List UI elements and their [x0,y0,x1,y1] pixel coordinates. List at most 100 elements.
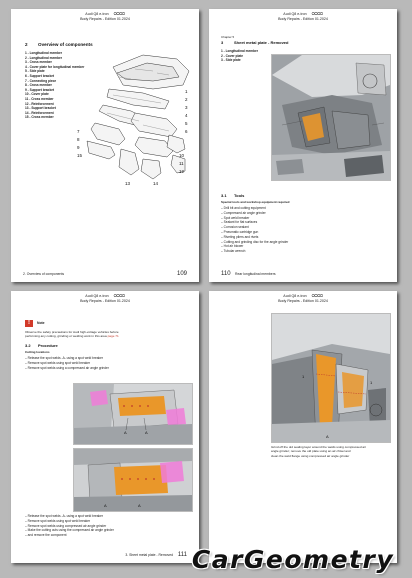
list-item: 2 - Cover plate [221,53,243,58]
steps-list-b: Release the spot welds -A- using a spot … [25,514,114,538]
figure-callout: A [138,503,141,508]
steps-list: Release the spot welds -A- using a spot … [25,356,109,370]
callout-label: 10 [179,153,185,158]
figure-spot-welds-b-drawing: A A [74,449,192,511]
note-icon: ! [25,320,33,327]
page-footer: 110 Rear longitudinal members [221,270,385,277]
callout-label: 9 [77,145,80,150]
page-header: Audi Q8 e-tron ⭘⭘⭘⭘ Body Repairs - Editi… [11,293,199,303]
list-item: 1 - Longitudinal member [221,49,259,53]
caption-line: angle grinder; remove the old plate usin… [271,449,351,454]
list-item: 15 - Cross member [25,115,54,120]
list-item: and remove the component [25,533,114,538]
header-subtitle: Body Repairs - Edition 01.2024 [80,16,130,21]
list-item: Drill bit and cutting equipment [221,206,288,211]
figure-callout: A [326,434,329,439]
document-page-110: Audi Q8 e-tron ⭘⭘⭘⭘ Body Repairs - Editi… [209,9,397,282]
header-title: Audi Q8 e-tron [283,12,307,16]
list-item: 6 - Support bracket [25,73,55,78]
document-page-109: Audi Q8 e-tron ⭘⭘⭘⭘ Body Repairs - Editi… [11,9,199,282]
section-heading: 3.2 Procedure [25,343,58,348]
figure-callout: A [145,430,148,435]
figure-spot-welds-a: A A [73,383,193,445]
figure-spot-welds-a-drawing: A A [74,384,192,444]
list-item: Spot weld breaker [221,216,288,221]
section-title: Overview of components [38,42,93,47]
list-item: 8 - Cross member [25,83,52,88]
page-footer: 2. Overview of components 109 [23,270,187,277]
list-item: Remove spot welds using compressed air a… [25,524,114,529]
rear-body-photo: 1 - Longitudinal member [271,54,391,181]
tools-heading: 3.1 Tools [221,193,244,198]
list-item: 13 - Support bracket [25,106,56,111]
figure-cutting-area: 1 1 A [271,313,391,443]
section-number: 3.1 [221,193,227,198]
document-page-112: Audi Q8 e-tron ⭘⭘⭘⭘ Body Repairs - Editi… [209,291,397,563]
list-item: 2 - Longitudinal member [25,55,63,60]
list-item: Remove spot welds using spot weld breake… [25,519,114,524]
list-item: 11 - Cross member [25,96,54,101]
page-number: 111 [177,552,187,558]
section-number: 3 [221,40,224,45]
footer-text: 2. Overview of components [23,272,65,276]
note-text: Observe the safety precautions for Audi … [25,330,119,338]
list-item: Remove spot welds using spot weld breake… [25,361,109,366]
section-number: 3.2 [25,343,31,348]
figure-caption: Grind off the old sealing layer around t… [271,445,366,458]
callout-label: 5 [185,121,188,126]
list-item: 5 - Side plate [25,69,45,74]
section-title: Tools [234,193,245,198]
callout-label: 14 [153,181,159,186]
list-item: 1 - Longitudinal member [25,51,63,55]
list-item: 12 - Reinforcement [25,101,54,106]
figure-callout: A [104,503,107,508]
list-item: 3 - Cross member [25,60,52,65]
audi-rings-logo: ⭘⭘⭘⭘ [311,11,324,16]
list-item: 7 - Connecting piece [25,78,57,83]
component-list: 1 - Longitudinal member 2 - Longitudinal… [25,51,84,120]
audi-rings-logo: ⭘⭘⭘⭘ [311,293,324,298]
footer-text: Rear longitudinal members [235,272,276,276]
tools-list: Drill bit and cutting equipment Compress… [221,206,289,254]
list-item: Compressed air angle grinder [221,211,288,216]
figure-cutting-area-drawing: 1 1 A [272,314,390,442]
header-title: Audi Q8 e-tron [85,12,109,16]
callout-label: 15 [77,153,83,158]
list-item: Riveting pliers and rivets [221,235,288,240]
list-item: Tubular wrench [221,249,288,254]
note-label: Note [37,321,45,325]
note-link[interactable]: page 71 [107,334,119,338]
page-number: 109 [176,271,187,277]
callout-label: 11 [179,161,184,166]
figure-callout: 1 [302,374,305,379]
header-subtitle: Body Repairs - Edition 01.2024 [278,298,328,303]
exploded-view-illustration: 1 2 3 4 5 6 7 8 9 10 11 12 13 14 15 [77,54,190,186]
tools-subtitle: Special tools and workshop equipment req… [221,200,290,204]
subheading: Cutting locations [25,350,50,354]
callout-label: 3 [185,105,188,110]
callout-label: 8 [77,137,80,142]
note-line: performing any cutting, grinding or weld… [25,334,107,338]
header-title: Audi Q8 e-tron [283,294,307,298]
list-item: 9 - Support bracket [25,87,55,92]
list-item: Remove spot welds using a compressed air… [25,366,109,371]
logo-text: CarGeometry [191,545,395,574]
list-item: Make the cutting cuts using the compress… [25,528,114,533]
document-page-111: Audi Q8 e-tron ⭘⭘⭘⭘ Body Repairs - Editi… [11,291,199,563]
component-list: 1 - Longitudinal member 2 - Cover plate … [221,49,258,63]
caption-line: clean the weld flange using compressed a… [271,453,350,458]
callout-label: 2 [185,97,188,102]
page-header: Audi Q8 e-tron ⭘⭘⭘⭘ Body Repairs - Editi… [11,11,199,21]
section-title: Procedure [38,343,58,348]
figure-callout: 1 [370,380,373,385]
caption-line: Grind off the old sealing layer around t… [271,445,366,449]
list-item: 3 - Side plate [221,58,241,63]
header-subtitle: Body Repairs - Edition 01.2024 [278,16,328,21]
header-subtitle: Body Repairs - Edition 01.2024 [80,298,130,303]
header-title: Audi Q8 e-tron [85,294,109,298]
section-title: Sheet metal plate - Removed [234,40,289,45]
audi-rings-logo: ⭘⭘⭘⭘ [113,11,126,16]
page-number: 110 [221,271,231,277]
page-footer: 3. Sheet metal plate - Removed 111 [23,551,187,558]
